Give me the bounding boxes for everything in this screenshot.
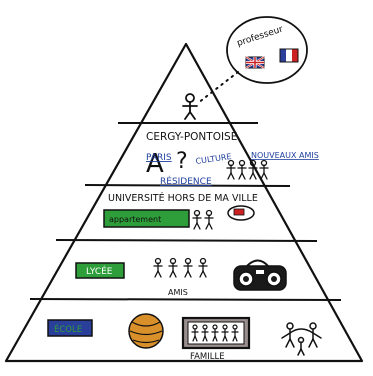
ecole-label: ÉCOLE	[54, 323, 82, 335]
word-residence: RÉSIDENCE	[160, 175, 212, 187]
famille-label: FAMILLE	[190, 352, 225, 362]
bubble-dotted-trail	[197, 71, 239, 104]
word-nouveaux-amis: NOUVEAUX AMIS	[251, 151, 319, 160]
tier-cergy: CERGY-PONTOISE A PARIS CULTURE NOUVEAUX …	[146, 131, 319, 187]
tier-lycee: LYCÉE AMIS	[75, 257, 287, 297]
tier-cergy-title: CERGY-PONTOISE	[146, 131, 237, 143]
appartement-label: appartement	[109, 215, 161, 224]
tier-university: UNIVERSITÉ HORS DE MA VILLE appartement	[103, 192, 258, 230]
tier-dividers	[29, 122, 342, 301]
thought-bubble: professeur	[197, 16, 308, 104]
laptop-icon	[227, 205, 255, 221]
pyramid-outline	[4, 42, 364, 363]
france-flag-icon	[279, 48, 299, 63]
family-picture-icon	[181, 316, 251, 350]
boombox-icon	[233, 259, 287, 291]
people-group-icon	[226, 159, 269, 180]
lycee-label: LYCÉE	[86, 265, 113, 277]
person-icon	[182, 93, 198, 120]
word-culture: CULTURE	[195, 152, 232, 166]
two-people-icon	[192, 209, 214, 230]
ecole-box	[47, 319, 93, 337]
amis-label: AMIS	[168, 288, 188, 297]
uk-flag-icon	[245, 56, 265, 69]
letter-a: A	[146, 149, 164, 179]
question-mark-icon: ?	[176, 149, 188, 174]
ball-icon	[128, 313, 164, 349]
tier-university-title: UNIVERSITÉ HORS DE MA VILLE	[108, 192, 258, 204]
friends-group-icon	[153, 257, 208, 278]
lycee-box	[75, 262, 125, 279]
appartement-box	[103, 209, 190, 228]
couple-icon	[281, 322, 322, 356]
word-paris: PARIS	[146, 153, 172, 163]
tier-ecole: ÉCOLE FAMILLE	[47, 313, 322, 362]
